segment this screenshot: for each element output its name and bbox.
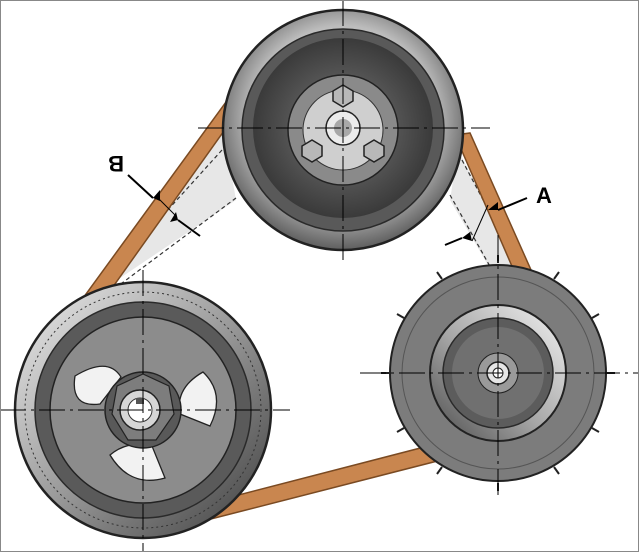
measurement-arrow-a: A bbox=[444, 183, 552, 246]
label-b: B bbox=[108, 151, 124, 176]
left-crank-pulley bbox=[0, 270, 290, 552]
measurement-arrow-b: B bbox=[108, 151, 201, 237]
top-pulley bbox=[198, 0, 490, 262]
right-alternator-pulley bbox=[360, 235, 639, 500]
label-a: A bbox=[536, 183, 552, 208]
